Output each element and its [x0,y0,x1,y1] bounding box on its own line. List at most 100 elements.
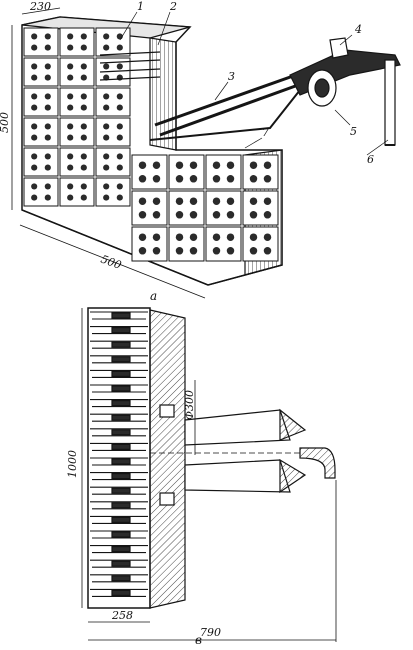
tile-channel [111,370,131,377]
burner-hole [80,44,87,51]
burner-hole [226,161,235,169]
tile-row-line [90,369,148,378]
burner-hole [67,123,74,130]
tile-channel [111,589,131,597]
tile-row-line [90,515,148,524]
burner-hole [226,233,235,241]
burner-tile [23,117,59,147]
burner-hole [67,74,74,81]
burner-hole [80,134,87,141]
burner-hole [31,153,38,160]
burner-hole [67,93,74,100]
tile-channel [111,458,131,465]
burner-hole [189,247,198,255]
burner-tile [95,147,131,177]
burner-hole [67,63,74,70]
burner-tile [205,190,242,226]
part-label-4: 4 [354,23,362,36]
burner-hole [31,194,38,201]
tile-row-line [90,588,148,597]
burner-tile [95,87,131,117]
tile-row-line [90,311,148,320]
burner-hole [138,247,147,255]
flange-plate [149,309,186,609]
burner-hole [103,153,110,160]
burner-hole [116,104,123,111]
dim-total-length: 790 [200,626,221,639]
bolt-upper [159,404,175,418]
burner-hole [189,211,198,219]
burner-hole [44,123,51,130]
tile-channel [111,560,131,567]
burner-tile [131,154,168,190]
burner-hole [31,134,38,141]
burner-hole [67,194,74,201]
injector-lower [279,458,307,494]
part-label-7: 7 [262,126,269,139]
tile-row-line [90,384,148,393]
burner-hole [116,164,123,171]
block-bottom-slab [21,209,283,286]
burner-tile-grid [23,27,131,207]
gas-channel [99,51,313,141]
burner-hole [67,164,74,171]
burner-tile [242,154,279,190]
burner-hole [263,175,272,183]
burner-hole [67,33,74,40]
burner-hole [31,104,38,111]
burner-hole [31,183,38,190]
burner-hole [175,175,184,183]
burner-hole [189,233,198,241]
burner-hole [212,211,221,219]
burner-hole [212,175,221,183]
burner-tile [242,226,279,262]
tile-channel [111,545,131,553]
tile-channel [111,473,131,480]
burner-hole [80,153,87,160]
burner-tile [59,147,95,177]
burner-hole [31,123,38,130]
burner-tile [23,177,59,207]
bolt-lower [159,492,175,506]
tile-channel [111,516,131,524]
burner-hole [80,164,87,171]
burner-tile [23,57,59,87]
burner-hole [226,175,235,183]
burner-hole [116,93,123,100]
burner-hole [80,183,87,190]
burner-hole [80,33,87,40]
tile-channel [111,429,131,436]
burner-hole [226,197,235,205]
dim-depth: 258 [111,609,133,622]
burner-hole [263,211,272,219]
burner-tile [205,154,242,190]
burner-hole [44,104,51,111]
burner-tile [131,226,168,262]
burner-hole [103,93,110,100]
burner-hole [44,164,51,171]
tile-row-line [90,326,148,335]
burner-tile [242,190,279,226]
burner-hole [116,153,123,160]
dim-bottom-width: 500 [99,253,123,272]
burner-hole [212,247,221,255]
tile-row-line [90,574,148,583]
figure-b-labels: 1000 Φ300 258 790 в [66,390,221,647]
tile-rows [90,311,148,597]
block-side-upper [149,37,177,151]
burner-hole [80,74,87,81]
burner-hole [103,104,110,111]
tile-channel [111,414,131,421]
dim-top-depth: 230 [29,0,51,13]
burner-hole [116,183,123,190]
part-label-1: 1 [137,0,144,13]
burner-hole [44,74,51,81]
dim-diameter: Φ300 [183,390,196,420]
burner-hole [80,104,87,111]
mixer-tube-lower [184,459,291,493]
burner-hole [249,211,258,219]
tile-channel [111,327,131,334]
tile-channel [111,502,131,509]
burner-hole [152,175,161,183]
burner-hole [103,33,110,40]
